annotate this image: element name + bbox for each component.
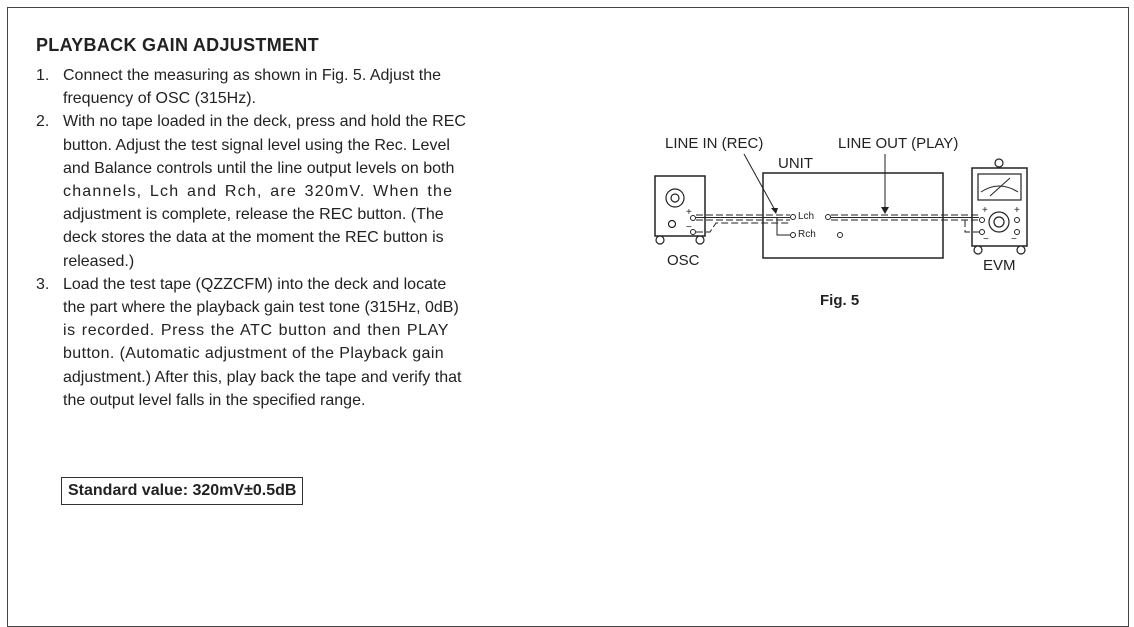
step-number: 2. (36, 113, 50, 131)
rch-label: Rch (798, 229, 816, 240)
osc-terminal-minus (690, 229, 696, 235)
evm-meter-scale (980, 185, 1019, 193)
step-1: 1. Connect the measuring as shown in Fig… (36, 64, 556, 110)
step-line: With no tape loaded in the deck, press a… (63, 113, 466, 131)
osc-foot (695, 235, 705, 245)
step-line: adjustment.) After this, play back the t… (63, 368, 462, 386)
standard-value-box: Standard value: 320mV±0.5dB (61, 477, 304, 505)
evm-terminal (1014, 229, 1020, 235)
step-line: Load the test tape (QZZCFM) into the dec… (63, 275, 447, 293)
line-out-arrowhead (881, 207, 889, 214)
step-line: adjustment is complete, release the REC … (63, 206, 444, 224)
section-title: PLAYBACK GAIN ADJUSTMENT (36, 35, 319, 55)
osc-dial-center (670, 193, 680, 203)
osc-body (654, 175, 706, 237)
line-in-label: LINE IN (REC) (665, 135, 764, 152)
lch-out-jack (825, 214, 831, 220)
evm-meter-needle (989, 177, 1011, 197)
step-number: 1. (36, 67, 50, 84)
osc-knob (667, 219, 677, 229)
lch-rch-link (776, 217, 790, 236)
evm-terminal (979, 229, 985, 235)
evm-terminal (979, 217, 985, 223)
rch-in-jack (790, 232, 796, 238)
osc-terminal-plus (690, 215, 696, 221)
step-line: button. (Automatic adjustment of the Pla… (63, 345, 445, 363)
evm-foot (973, 245, 983, 255)
osc-label: OSC (667, 252, 700, 269)
osc-minus-sign: − (686, 222, 692, 233)
evm-label: EVM (983, 257, 1016, 274)
connection-diagram: LINE IN (REC) LINE OUT (PLAY) UNIT OSC E… (640, 128, 1040, 278)
osc-foot (655, 235, 665, 245)
step-line: and Balance controls until the line outp… (63, 159, 455, 177)
line-in-arrowhead (771, 208, 778, 214)
step-line: deck stores the data at the moment the R… (63, 229, 444, 247)
evm-selector-center (993, 216, 1005, 228)
step-2: 2. With no tape loaded in the deck, pres… (36, 110, 556, 272)
evm-selector (988, 211, 1010, 233)
cable-in-ground (696, 222, 790, 233)
rch-out-jack (837, 232, 843, 238)
line-in-pointer (743, 153, 777, 213)
evm-plus-sign: + (982, 205, 988, 216)
procedure-steps: 1. Connect the measuring as shown in Fig… (36, 64, 556, 412)
step-line: released.) (63, 252, 135, 270)
evm-meter-window (977, 173, 1022, 201)
step-text: With no tape loaded in the deck, press a… (63, 110, 556, 272)
step-line: the part where the playback gain test to… (63, 299, 459, 317)
evm-handle (994, 158, 1004, 168)
step-line: frequency of OSC (315Hz). (63, 90, 256, 108)
step-line: is recorded. Press the ATC button and th… (63, 322, 450, 340)
evm-minus-sign: − (1011, 234, 1017, 245)
osc-dial (665, 188, 685, 208)
step-text: Connect the measuring as shown in Fig. 5… (63, 64, 556, 110)
step-line: button. Adjust the test signal level usi… (63, 136, 450, 154)
lch-label: Lch (798, 211, 815, 222)
osc-plus-sign: + (686, 207, 692, 218)
step-number: 3. (36, 275, 50, 293)
lch-in-jack (790, 214, 796, 220)
cable-out-ground (964, 220, 979, 233)
evm-terminal (1014, 217, 1020, 223)
unit-label: UNIT (778, 155, 813, 172)
line-out-label: LINE OUT (PLAY) (838, 135, 959, 152)
evm-foot (1016, 245, 1026, 255)
step-line: the output level falls in the specified … (63, 391, 366, 409)
step-line: channels, Lch and Rch, are 320mV. When t… (63, 183, 454, 201)
evm-minus-sign: − (983, 234, 989, 245)
evm-plus-sign: + (1014, 205, 1020, 216)
diagram-svg (654, 153, 1028, 259)
figure-caption: Fig. 5 (820, 292, 860, 309)
evm-body (971, 167, 1028, 247)
step-3: 3. Load the test tape (QZZCFM) into the … (36, 273, 556, 412)
step-line: Connect the measuring as shown in Fig. 5… (63, 67, 441, 84)
step-text: Load the test tape (QZZCFM) into the dec… (63, 273, 556, 412)
